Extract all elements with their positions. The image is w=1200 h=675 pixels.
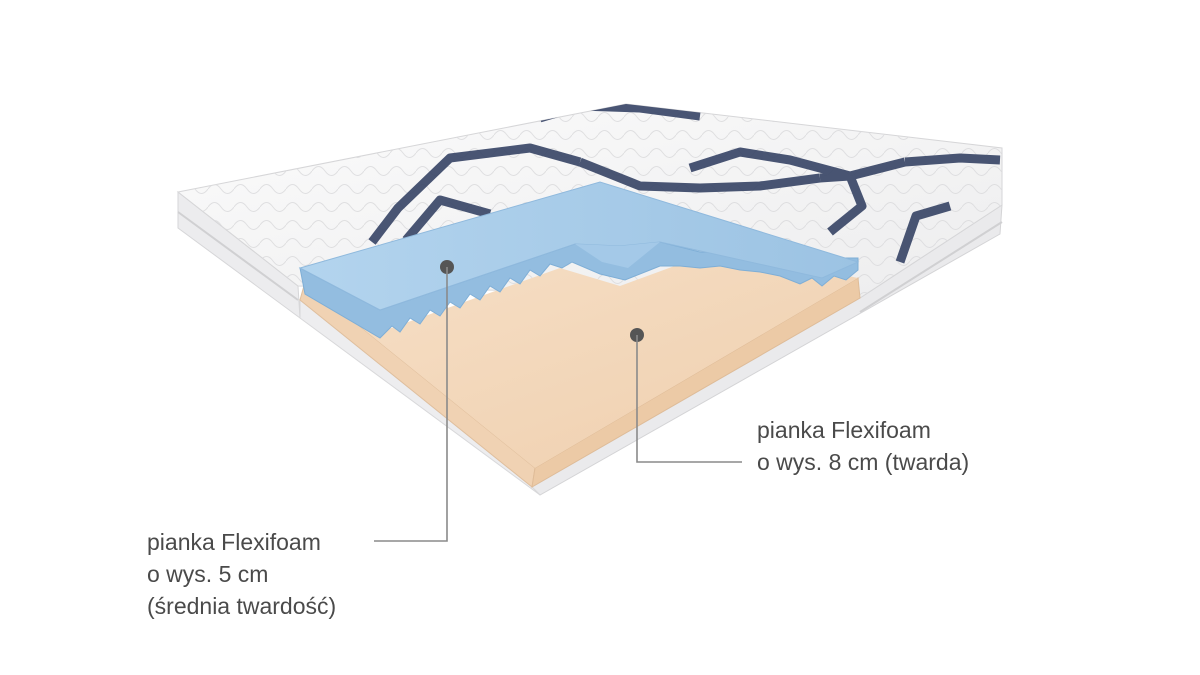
base-layer-label: pianka Flexifoam o wys. 8 cm (twarda): [757, 414, 969, 478]
top-layer-label-line-3: (średnia twardość): [147, 593, 337, 619]
leader-line-top-layer: [374, 267, 448, 542]
base-layer-label-line-1: pianka Flexifoam: [757, 417, 931, 443]
leader-line-base-layer: [636, 335, 742, 463]
top-layer-label-line-2: o wys. 5 cm: [147, 561, 269, 587]
top-foam-notch: [575, 242, 660, 268]
top-foam-side: [299, 241, 859, 339]
cover-seam: [177, 211, 299, 301]
top-layer-label: pianka Flexifoam o wys. 5 cm (średnia tw…: [147, 526, 336, 622]
top-foam-layer: [298, 181, 860, 339]
callout-base-layer: [630, 328, 742, 463]
base-layer-label-line-2: o wys. 8 cm (twarda): [757, 449, 970, 475]
base-foam-layer: [299, 262, 861, 488]
callout-top-layer: [374, 260, 454, 542]
cover-seam-right: [859, 221, 1003, 313]
base-foam-top: [305, 262, 858, 468]
top-layer-label-line-1: pianka Flexifoam: [147, 529, 321, 555]
